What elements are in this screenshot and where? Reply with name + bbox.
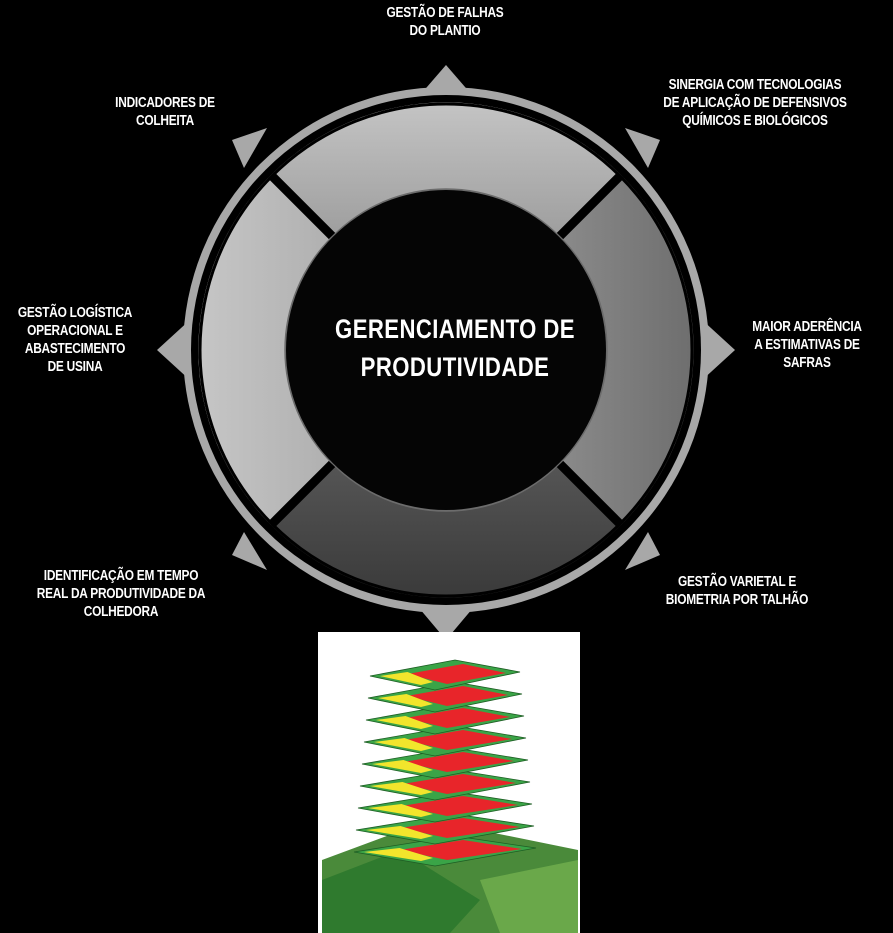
label-right: MAIOR ADERÊNCIA A ESTIMATIVAS DE SAFRAS xyxy=(737,318,876,372)
map-layer-red-zone xyxy=(402,774,516,794)
map-layer-red-zone xyxy=(407,664,506,684)
label-left-line4: DE USINA xyxy=(47,359,103,375)
arrow-right xyxy=(700,318,735,382)
map-layer-red-zone xyxy=(405,708,510,728)
label-bottom-left: IDENTIFICAÇÃO EM TEMPO REAL DA PRODUTIVI… xyxy=(20,567,222,621)
map-layer-yellow-zone xyxy=(376,716,433,729)
center-title: GERENCIAMENTO DE PRODUTIVIDADE xyxy=(299,310,611,386)
map-layer-red-zone xyxy=(400,818,520,838)
arrow-top-left xyxy=(232,128,267,168)
label-bottom-left-line2: REAL DA PRODUTIVIDADE DA xyxy=(36,586,206,602)
label-left-line3: ABASTECIMENTO xyxy=(24,341,126,357)
label-top-left-line2: COLHEITA xyxy=(136,113,194,129)
segment-bottom xyxy=(271,464,621,598)
label-top-right-line1: SINERGIA COM TECNOLOGIAS xyxy=(668,77,842,93)
map-layer-yellow-zone xyxy=(374,738,433,751)
map-layer-red-zone xyxy=(404,730,512,750)
map-layer-red-zone xyxy=(399,840,522,860)
map-layer-yellow-zone xyxy=(380,672,433,685)
map-layer-yellow-zone xyxy=(370,782,433,795)
center-disc xyxy=(286,190,606,510)
label-top-right: SINERGIA COM TECNOLOGIAS DE APLICAÇÃO DE… xyxy=(644,76,865,130)
label-bottom-right-line2: BIOMETRIA POR TALHÃO xyxy=(665,592,809,608)
segment-top xyxy=(271,102,621,237)
segment-right xyxy=(560,175,694,525)
arrow-top-right xyxy=(625,128,660,168)
label-top: GESTÃO DE FALHAS DO PLANTIO xyxy=(371,4,519,40)
map-layers-illustration xyxy=(322,659,578,933)
label-left-line1: GESTÃO LOGÍSTICA xyxy=(17,305,133,321)
center-title-line1: GERENCIAMENTO DE xyxy=(335,314,575,344)
center-title-line2: PRODUTIVIDADE xyxy=(360,352,550,382)
arrow-bottom-right xyxy=(625,532,660,570)
label-right-line1: MAIOR ADERÊNCIA xyxy=(752,319,862,335)
label-top-left: INDICADORES DE COLHEITA xyxy=(87,94,243,130)
label-top-left-line1: INDICADORES DE xyxy=(115,95,215,111)
label-bottom-left-line3: COLHEDORA xyxy=(83,604,159,620)
map-layer-yellow-zone xyxy=(366,826,433,839)
segment-left xyxy=(198,175,332,525)
label-right-line2: A ESTIMATIVAS DE xyxy=(754,337,860,353)
label-left-line2: OPERACIONAL E xyxy=(27,323,123,339)
label-top-line1: GESTÃO DE FALHAS xyxy=(386,5,504,21)
map-layer-red-zone xyxy=(406,686,508,706)
label-left: GESTÃO LOGÍSTICA OPERACIONAL E ABASTECIM… xyxy=(14,304,137,376)
label-top-right-line2: DE APLICAÇÃO DE DEFENSIVOS xyxy=(663,95,847,111)
map-layer-red-zone xyxy=(401,796,518,816)
label-bottom-left-line1: IDENTIFICAÇÃO EM TEMPO xyxy=(43,568,199,584)
map-layer-yellow-zone xyxy=(364,848,433,861)
arrow-bottom-left xyxy=(232,532,267,570)
label-top-right-line3: QUÍMICOS E BIOLÓGICOS xyxy=(682,113,828,129)
label-bottom-right: GESTÃO VARIETAL E BIOMETRIA POR TALHÃO xyxy=(651,573,823,609)
label-top-line2: DO PLANTIO xyxy=(409,23,481,39)
ring-segments xyxy=(198,102,694,598)
map-layer-yellow-zone xyxy=(368,804,433,817)
map-layer-red-zone xyxy=(403,752,514,772)
label-bottom-right-line1: GESTÃO VARIETAL E xyxy=(677,574,797,590)
map-layer-yellow-zone xyxy=(378,694,433,707)
label-right-line3: SAFRAS xyxy=(783,355,831,371)
map-layer-yellow-zone xyxy=(372,760,433,773)
arrow-left xyxy=(157,318,192,382)
